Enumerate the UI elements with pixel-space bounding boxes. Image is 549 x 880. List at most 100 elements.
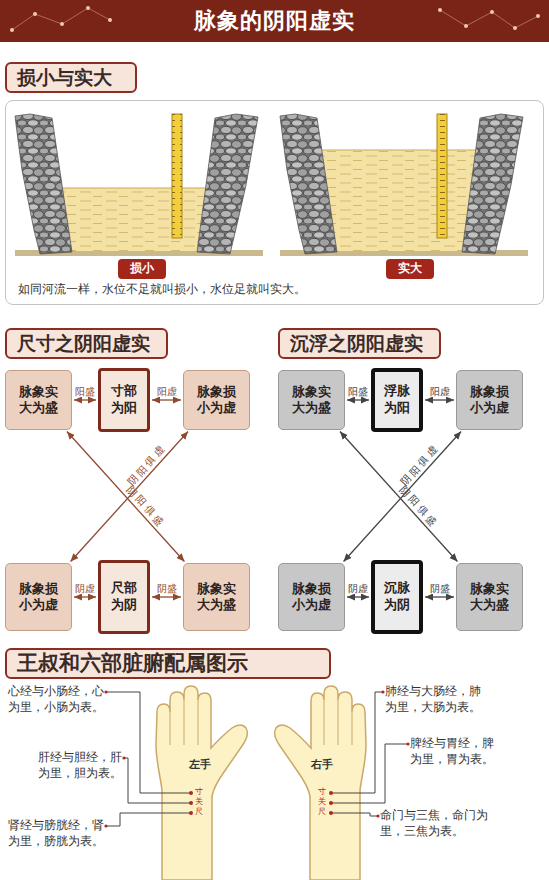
connector-arrow [71,431,188,561]
node-text: 如同河流一样，水位不足就叫损小，水位足就叫实大。 [18,282,306,297]
node-text: 尺寸之阴阳虚实 [17,331,150,356]
node-text: 尺部 为阴 [108,580,139,614]
pulse-box: 脉象实 大为盛 [456,563,523,631]
ruler [172,114,182,238]
leader-line [106,813,191,826]
edge-label: 阴阳俱虚 [398,442,442,489]
annotation-text: 关 [318,797,326,807]
annotation-text: 尺 [195,807,203,817]
river-low [15,114,263,256]
pulse-box: 脉象损 小为虚 [278,563,345,631]
annotation-text: 肝经与胆经，肝 为里，胆为表。 [38,750,123,781]
right-hand [275,686,366,880]
leader-end [104,824,107,827]
pulse-dot [329,801,333,805]
hand-outline [156,686,247,880]
water-ripple [62,188,206,251]
connector-arrow [152,596,181,597]
ruler [437,114,447,238]
section-tab: 沉浮之阴阳虚实 [278,328,441,359]
water-surface [62,188,206,189]
water [62,188,206,251]
pulse-dot [189,811,193,815]
node-text: 损小 [130,261,154,277]
annotation-text: 肾经与膀胱经，肾 为里，膀胱为表。 [8,818,105,849]
edge-label: 阳虚 [430,386,450,398]
leader-end [122,756,125,759]
edge-label: 阴阳俱盛 [124,483,168,530]
connector-arrow [347,399,369,400]
pulse-dot [329,811,333,815]
star-dot [438,8,442,12]
annotation-text: 寸 [318,787,326,797]
leader-end [381,690,384,693]
edge-label: 阴盛 [157,583,177,595]
pulse-box: 脉象实 大为盛 [5,370,72,430]
illustration-panel: 如同河流一样，水位不足就叫损小，水位足就叫实大。损小实大 [5,100,544,305]
stone-wall [15,114,72,254]
edge-label: 阳虚 [157,386,177,398]
pulse-box: 脉象损 小为虚 [5,563,72,631]
node-text: 沉脉 为阴 [381,580,412,614]
connector-arrow [344,431,461,561]
annotation-text: 尺 [318,807,326,817]
edge-label: 阴盛 [430,583,450,595]
pulse-box: 脉象实 大为盛 [278,370,345,430]
node-text: 脉象损 小为虚 [291,581,332,614]
edge-label: 阴阳俱虚 [125,442,169,489]
star-dot [33,12,37,16]
node-text: 脉象损 小为虚 [196,384,237,417]
star-dot [536,14,540,18]
star-dot [108,18,112,22]
edge-label: 阴虚 [75,583,95,595]
water-ripple [322,150,476,251]
ruler-ticks [437,114,447,238]
star-dot [60,22,64,26]
connector-arrow [340,431,457,561]
node-text: 脉象损 小为虚 [469,384,510,417]
pulse-dot [189,801,193,805]
annotation-text: 寸 [195,787,203,797]
pulse-box: 脉象实 大为盛 [183,563,250,631]
pulse-points [104,690,409,827]
stone-wall [462,114,523,254]
annotation-text: 右手 [311,758,333,773]
position-box: 寸部 为阳 [98,368,150,432]
connector-arrow [152,399,181,400]
star-dot [86,6,90,10]
label-pill: 损小 [118,259,166,279]
finger-line [170,700,198,745]
node-text: 脉象实 大为盛 [469,581,510,614]
edge-label: 阳盛 [348,386,368,398]
finger-line [324,700,352,745]
node-text: 脉象损 小为虚 [18,581,59,614]
water [322,150,476,251]
star-dot [513,26,517,30]
star-line [440,10,538,28]
star-dot [490,10,494,14]
pulse-dot [329,791,333,795]
title-banner [0,0,549,42]
river-high [280,114,528,256]
position-box: 浮脉 为阳 [371,368,423,432]
leader-end [406,742,409,745]
node-text: 损小与实大 [17,65,112,90]
annotation-text: 左手 [189,758,211,773]
leader-line [331,813,378,816]
edge-label: 阴阳俱盛 [397,483,441,530]
edge-label: 阳盛 [75,386,95,398]
annotation-text: 肺经与大肠经，肺 为里，大肠为表。 [385,684,482,715]
stone-wall [280,114,337,254]
connector-arrow [425,596,454,597]
node-text: 脉象实 大为盛 [18,384,59,417]
title-text: 脉象的阴阳虚实 [0,0,549,42]
connector-arrow [425,399,454,400]
node-text: 脉象实 大为盛 [291,384,332,417]
connector-arrow [74,596,96,597]
leader-end [104,690,107,693]
position-box: 尺部 为阴 [98,560,150,634]
stone-wall [197,114,258,254]
leader-end [376,814,379,817]
node-text: 脉象实 大为盛 [196,581,237,614]
